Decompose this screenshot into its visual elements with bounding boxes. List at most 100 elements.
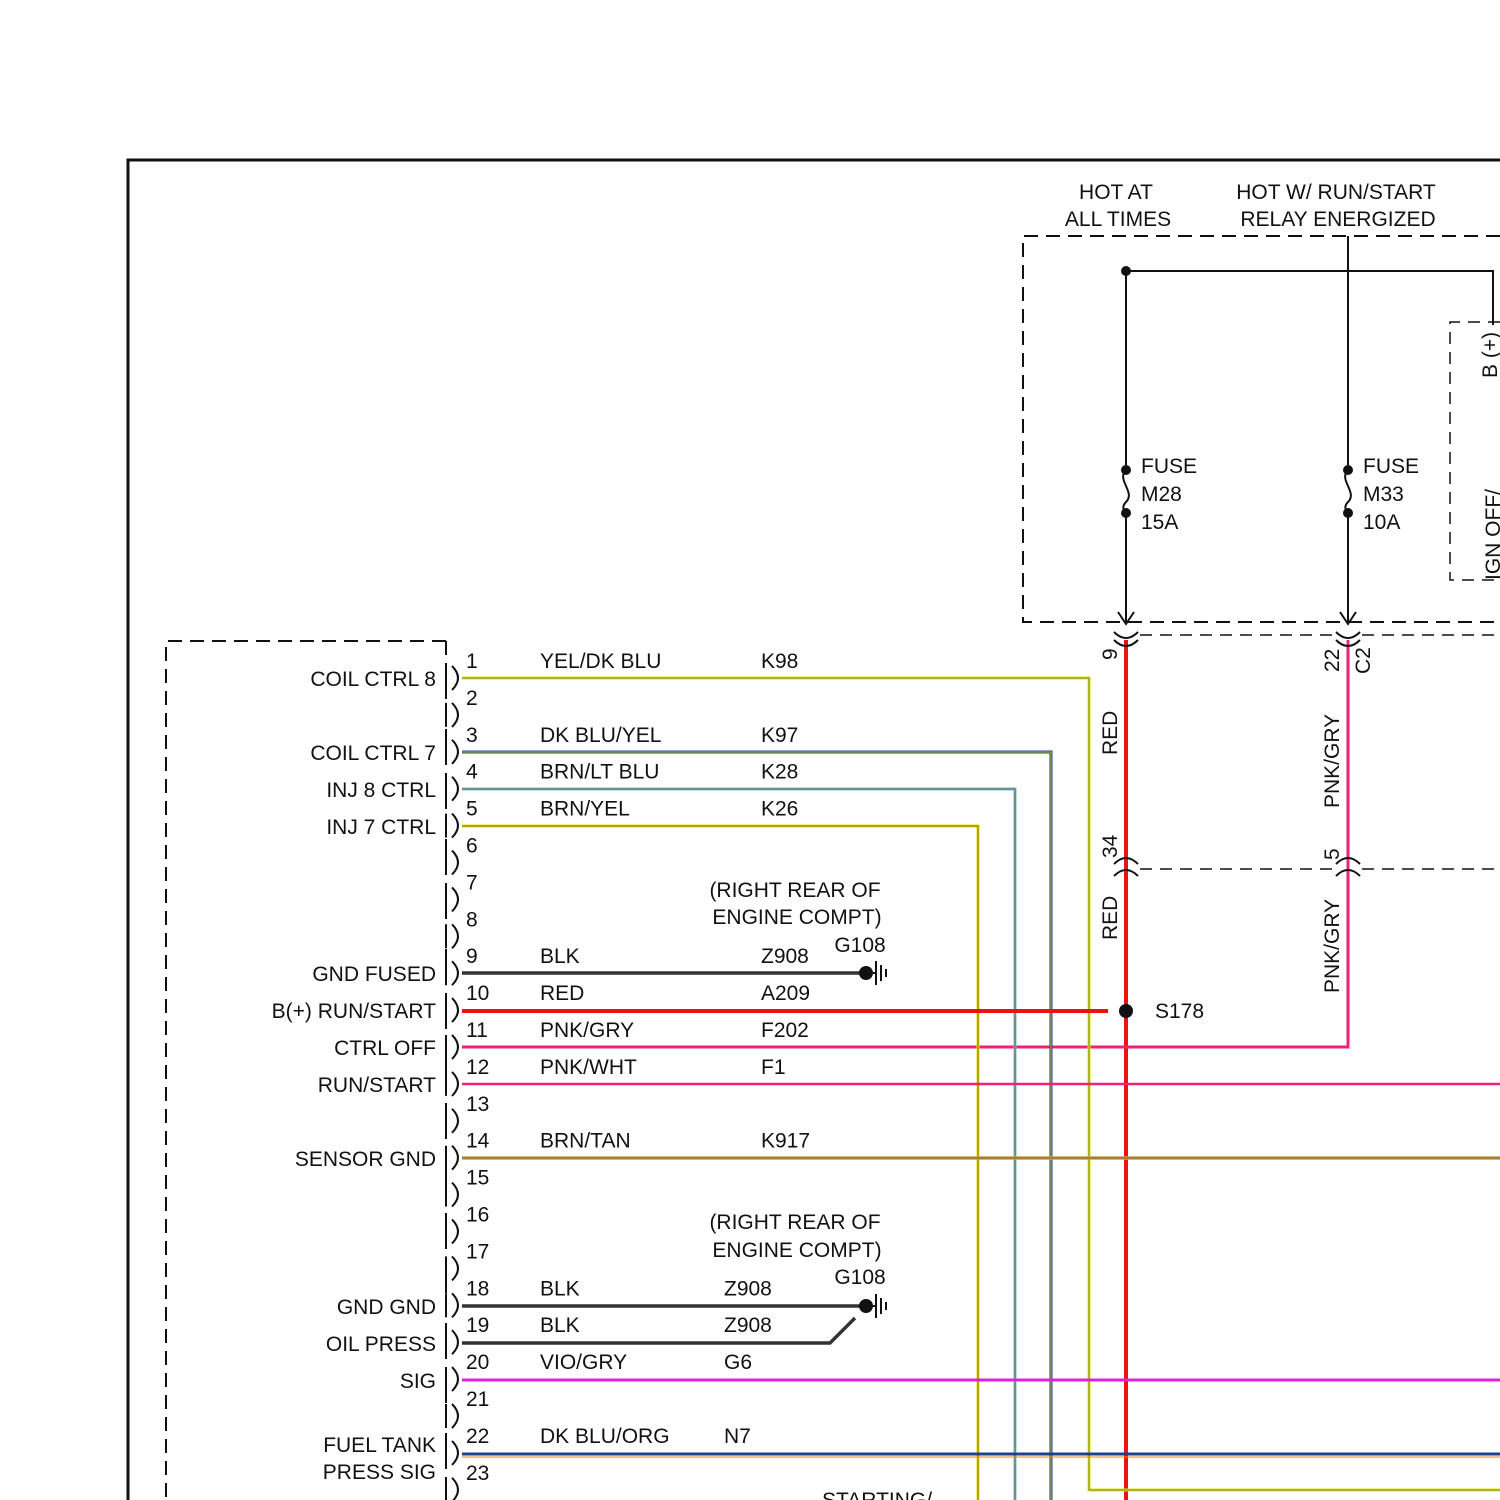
pin-row-8: 8 [446, 908, 478, 948]
ground-2-id: G108 [834, 1266, 885, 1289]
terminal-11 [446, 1035, 458, 1059]
pin-row-9: 9BLKZ908 [446, 945, 809, 985]
red-pin-bottom: 34 [1099, 834, 1122, 858]
terminal-9 [446, 961, 458, 985]
terminal-3 [446, 740, 458, 764]
terminal-17 [446, 1256, 458, 1280]
pin-row-19: 19 BLK Z908 [446, 1314, 772, 1354]
fuse-m33-id: M33 [1363, 483, 1404, 506]
wire-k97 [462, 752, 1051, 1500]
splice-s178-label: S178 [1155, 1000, 1204, 1023]
terminal-13 [446, 1109, 458, 1133]
wire-color-label: PNK/WHT [540, 1056, 637, 1079]
circuit-id-label: F1 [761, 1056, 786, 1079]
circuit-id-label: G6 [724, 1351, 752, 1374]
wire-color-label: BRN/LT BLU [540, 761, 659, 784]
ground-g108-lower [859, 1294, 886, 1318]
wire-z908-19 [462, 1318, 855, 1343]
terminal-15 [446, 1183, 458, 1207]
circuit-id-label: F202 [761, 1019, 809, 1042]
pin-number: 23 [466, 1462, 489, 1485]
pin-row-13: 13 [446, 1093, 489, 1133]
pin-number: 12 [466, 1056, 489, 1079]
pin-number: 6 [466, 835, 478, 858]
circuit-id-label: Z908 [724, 1314, 772, 1337]
circuit-id-label: Z908 [724, 1277, 772, 1300]
terminal-10 [446, 998, 458, 1022]
pin-number: 19 [466, 1314, 489, 1337]
wire-color-label: BLK [540, 1314, 580, 1337]
ground-1-location-1: (RIGHT REAR OF [709, 879, 880, 902]
fuse-m28-title: FUSE [1141, 455, 1197, 478]
pin-number: 16 [466, 1204, 489, 1227]
terminal-21 [446, 1404, 458, 1428]
pin-number: 9 [466, 945, 478, 968]
ground-2-location-1: (RIGHT REAR OF [709, 1211, 880, 1234]
bus-junction [1121, 266, 1131, 276]
wire-color-label: YEL/DK BLU [540, 650, 661, 673]
connector-c2-label: C2 [1352, 647, 1375, 674]
terminal-19 [446, 1330, 458, 1354]
pin-row-21: 21 [446, 1388, 489, 1428]
ground-2-location-2: ENGINE COMPT) [712, 1239, 881, 1262]
wire-color-label: DK BLU/YEL [540, 724, 661, 747]
hot-always-label-2: ALL TIMES [1065, 208, 1171, 231]
terminal-23 [446, 1478, 458, 1500]
pin-row-17: 17 [446, 1240, 489, 1280]
pnk-pin-bottom: 5 [1321, 848, 1344, 860]
circuit-id-label: K26 [761, 798, 798, 821]
terminal-5 [446, 814, 458, 838]
pin-row-23: 23 [446, 1462, 489, 1500]
pin-number: 18 [466, 1277, 489, 1300]
power-bus [1126, 271, 1493, 465]
module-pin-label: SENSOR GND [295, 1148, 436, 1171]
pin-number: 8 [466, 908, 478, 931]
module-pin-label: SIG [400, 1370, 436, 1393]
terminal-14 [446, 1146, 458, 1170]
fuse-m33-title: FUSE [1363, 455, 1419, 478]
wire-color-label: BRN/YEL [540, 798, 630, 821]
terminal-18 [446, 1293, 458, 1317]
pin-number: 4 [466, 761, 478, 784]
module-pin-label: B(+) RUN/START [272, 1000, 436, 1023]
bplus-label: B (+) [1479, 332, 1500, 378]
module-pin-label: GND FUSED [312, 963, 436, 986]
terminal-8 [446, 924, 458, 948]
pin-row-2: 2 [446, 687, 478, 727]
module-pin-label: RUN/START [318, 1074, 436, 1097]
circuit-id-label: A209 [761, 982, 810, 1005]
fuse-m28 [1118, 465, 1134, 624]
red-pin-top: 9 [1099, 648, 1122, 660]
pin-row-16: 16 [446, 1204, 489, 1244]
circuit-id-label: N7 [724, 1425, 751, 1448]
pin-row-7: 7 [446, 871, 478, 911]
pin-number: 21 [466, 1388, 489, 1411]
terminal-22 [446, 1441, 458, 1465]
module-pin-label: INJ 7 CTRL [326, 816, 436, 839]
module-pin-label: COIL CTRL 8 [310, 668, 436, 691]
fuse-m28-id: M28 [1141, 483, 1182, 506]
terminal-2 [446, 703, 458, 727]
wire-color-label: BRN/TAN [540, 1130, 631, 1153]
pin-number: 2 [466, 687, 478, 710]
fuse-m33-rating: 10A [1363, 511, 1400, 534]
pin-number: 13 [466, 1093, 489, 1116]
pin-row-6: 6 [446, 835, 478, 875]
module-pin-label: CTRL OFF [334, 1037, 436, 1060]
pin-number: 1 [466, 650, 478, 673]
pin-number: 11 [466, 1019, 488, 1042]
wire-color-label: RED [540, 982, 584, 1005]
pin-row-5: 5 BRN/YEL K26 [446, 798, 798, 838]
terminal-20 [446, 1367, 458, 1391]
pin-number: 14 [466, 1130, 490, 1153]
terminal-6 [446, 851, 458, 875]
pin-row-15: 15 [446, 1167, 489, 1207]
pin-number: 5 [466, 798, 478, 821]
fuse-box-outline [1023, 236, 1500, 622]
